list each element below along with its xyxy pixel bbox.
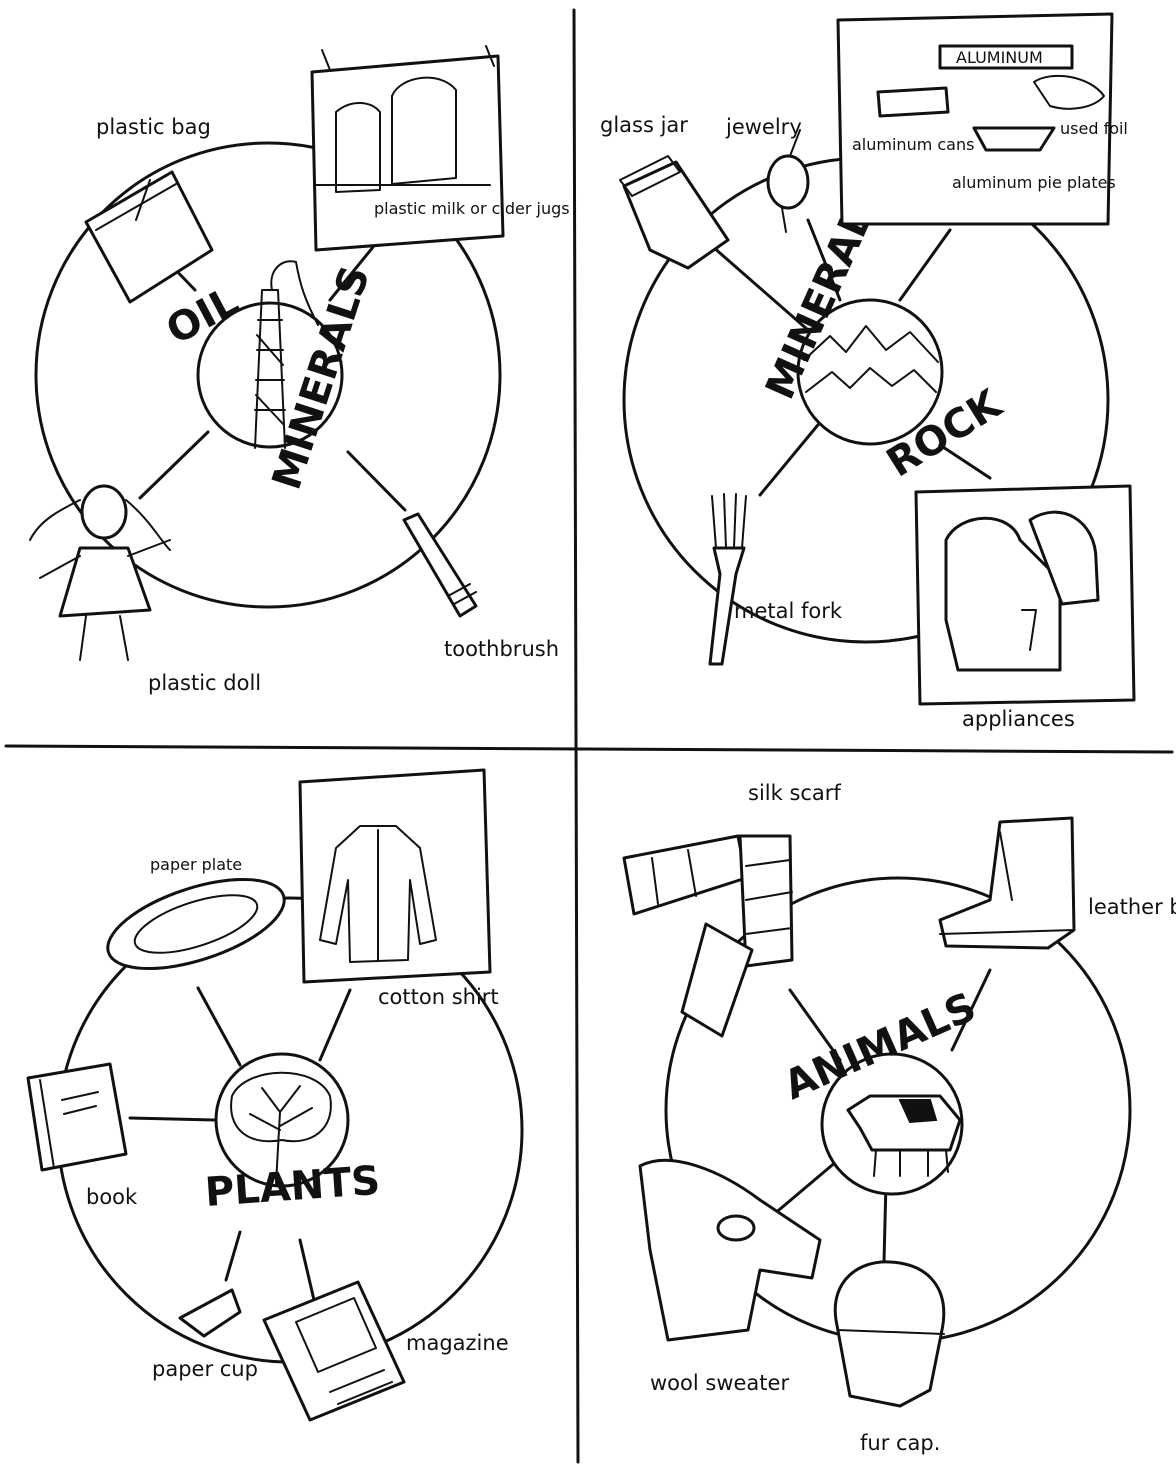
label-book: book bbox=[86, 1185, 138, 1209]
label-cotton-shirt: cotton shirt bbox=[378, 985, 499, 1009]
paper-plate-illustration bbox=[106, 877, 286, 971]
quadrant-minerals-rock: MINERALS ROCK glass jar jewelry ALUMINUM bbox=[600, 12, 1136, 731]
oil-derrick-icon bbox=[254, 260, 319, 449]
label-leather-boot: leather boot bbox=[1088, 895, 1176, 919]
quadrant-animals: ANIMALS silk scarf leather boot wool swe… bbox=[622, 781, 1176, 1455]
quadrant-plants: PLANTS paper plate cotton shirt book bbox=[26, 768, 524, 1422]
tree-icon bbox=[230, 1071, 332, 1185]
magazine-illustration bbox=[262, 1280, 406, 1422]
label-toothbrush: toothbrush bbox=[444, 637, 559, 661]
plastic-bag-illustration bbox=[84, 170, 214, 304]
cotton-shirt-picture bbox=[298, 768, 492, 984]
glass-jar-illustration bbox=[619, 155, 730, 270]
cow-icon bbox=[846, 1094, 962, 1177]
plastic-doll-illustration bbox=[29, 484, 171, 661]
jewelry-illustration bbox=[766, 129, 810, 233]
label-jewelry: jewelry bbox=[725, 115, 802, 139]
fur-cap-illustration bbox=[833, 1260, 946, 1408]
label-plastic-doll: plastic doll bbox=[148, 671, 261, 695]
wool-sweater-illustration bbox=[638, 1158, 822, 1342]
label-used-foil: used foil bbox=[1060, 119, 1128, 138]
hub-word-plants: PLANTS bbox=[203, 1158, 381, 1216]
silk-scarf-illustration bbox=[622, 834, 794, 1038]
label-paper-cup: paper cup bbox=[152, 1357, 258, 1381]
quadrant-oil-minerals: OIL MINERALS plastic bag plastic milk or… bbox=[29, 45, 570, 695]
label-glass-jar: glass jar bbox=[600, 113, 688, 137]
label-plastic-bag: plastic bag bbox=[96, 115, 211, 139]
milk-jugs-picture bbox=[310, 45, 505, 252]
paper-cup-illustration bbox=[178, 1288, 242, 1338]
label-aluminum-cans: aluminum cans bbox=[852, 135, 974, 154]
metal-fork-illustration bbox=[708, 493, 747, 666]
label-pie-plates: aluminum pie plates bbox=[952, 173, 1116, 192]
aluminum-picture: ALUMINUM bbox=[836, 12, 1114, 226]
label-wool-sweater: wool sweater bbox=[650, 1371, 789, 1395]
label-magazine: magazine bbox=[406, 1331, 509, 1355]
hub-circle bbox=[214, 1052, 350, 1188]
label-fur-cap: fur cap. bbox=[860, 1431, 940, 1455]
leather-boot-illustration bbox=[938, 816, 1076, 950]
divider-vertical bbox=[572, 8, 580, 1464]
label-paper-plate: paper plate bbox=[150, 855, 242, 874]
label-appliances: appliances bbox=[962, 707, 1075, 731]
mountains-icon bbox=[803, 325, 939, 393]
label-silk-scarf: silk scarf bbox=[748, 781, 841, 805]
label-milk-jugs: plastic milk or cider jugs bbox=[374, 199, 570, 218]
toothbrush-illustration bbox=[402, 512, 478, 618]
outer-ring bbox=[34, 141, 502, 609]
divider-horizontal bbox=[4, 744, 1174, 754]
label-metal-fork: metal fork bbox=[734, 599, 843, 623]
label-aluminum-bar: ALUMINUM bbox=[956, 48, 1043, 67]
appliances-picture bbox=[914, 484, 1136, 706]
book-illustration bbox=[26, 1062, 128, 1172]
hub-circle bbox=[196, 301, 344, 449]
